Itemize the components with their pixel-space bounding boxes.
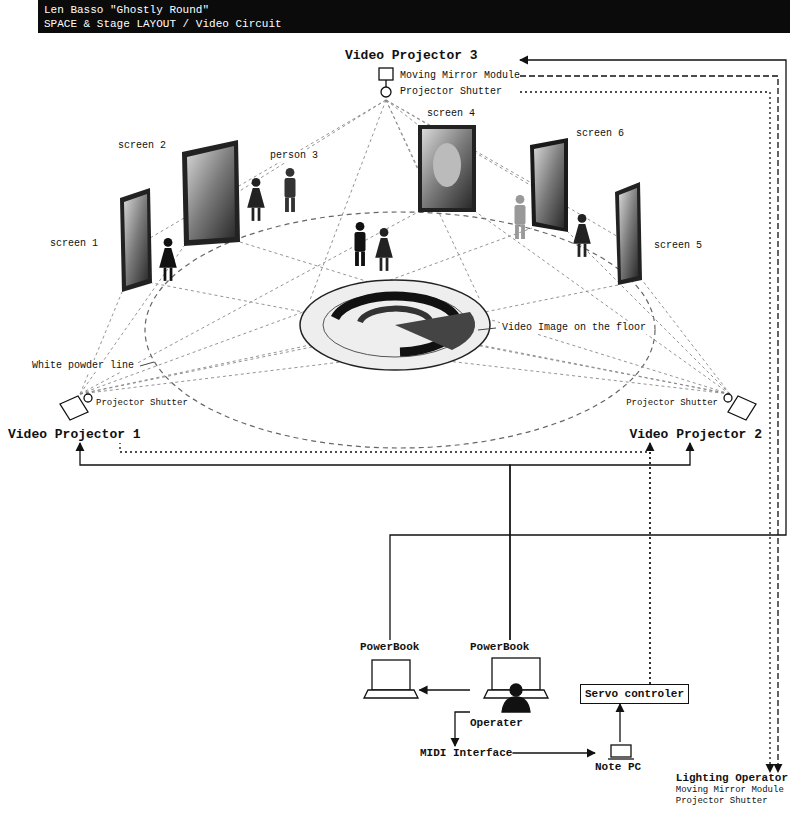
node-text: Projector Shutter [626, 398, 762, 409]
center-powerbook-icon [484, 658, 548, 712]
pc-base [608, 758, 634, 759]
screen-4 [418, 125, 476, 212]
woman-figure [159, 238, 177, 281]
screen-5 [615, 182, 642, 285]
leader-line [478, 328, 496, 330]
controller-box: Servo controler [580, 684, 689, 704]
stage-label: screen 6 [574, 128, 626, 140]
stage-label: screen 2 [116, 140, 168, 152]
leader-line [140, 362, 154, 366]
node-text: PowerBook [470, 640, 529, 654]
screen-frame [530, 138, 568, 232]
screen-image [187, 146, 235, 240]
man-figure [285, 168, 296, 212]
projection-rays [80, 100, 730, 394]
laptop-base [364, 690, 418, 698]
operator-body [502, 697, 530, 712]
projector-node: Video Projector 3 Moving Mirror ModulePro… [345, 48, 520, 98]
stage-label: Video Image on the floor [500, 322, 648, 334]
node-text: Video Projector 2 [626, 427, 762, 443]
stage-label: screen 1 [48, 238, 100, 250]
projector-shutter [84, 394, 92, 402]
stage-label: White powder line [30, 360, 136, 372]
connector [80, 443, 510, 640]
video-projector-3-icon [379, 68, 393, 97]
screen-frame [120, 188, 152, 292]
connector [520, 76, 778, 772]
floor-image-disc [300, 280, 490, 370]
screen-1 [120, 188, 152, 292]
node-text: Projector Shutter [676, 796, 788, 807]
node-text: Lighting Operator [676, 772, 788, 785]
interface-node: MIDI Interface [420, 746, 512, 760]
screen-frame [615, 182, 642, 285]
operator-node: Lighting OperatorMoving Mirror ModulePro… [676, 772, 788, 807]
screen-image [619, 188, 638, 280]
title-bar: Len Basso "Ghostly Round"SPACE & Stage L… [38, 0, 790, 33]
people [159, 168, 591, 281]
screen-image [124, 194, 148, 286]
stage-label: person 3 [268, 150, 320, 162]
video-projector-1-icon [60, 394, 92, 420]
left-powerbook-icon [364, 660, 418, 698]
woman-figure [573, 214, 591, 257]
moving-mirror-module [379, 68, 393, 80]
screen-frame [418, 125, 476, 212]
screen-image [422, 129, 472, 208]
title-text: Len Basso "Ghostly Round" [38, 0, 790, 17]
screen-2 [182, 140, 240, 246]
node-text: Operater [470, 716, 529, 730]
stage-label: screen 4 [425, 108, 477, 120]
screen-6 [530, 138, 568, 232]
subtitle-text: SPACE & Stage LAYOUT / Video Circuit [38, 17, 790, 31]
video-projector-2-icon [724, 394, 756, 420]
connector [455, 712, 470, 746]
note-pc-icon [608, 745, 634, 759]
woman-figure [247, 178, 265, 221]
node-text: Projector Shutter [345, 86, 520, 98]
screen-frame [182, 140, 240, 246]
node-text: Moving Mirror Module [345, 70, 520, 82]
computer-node: Note PC [595, 742, 641, 774]
face-image [433, 143, 461, 187]
mount [385, 80, 386, 87]
connector [512, 752, 595, 753]
node-text: Projector Shutter [8, 398, 188, 409]
floor-image-arc [360, 309, 430, 322]
connector [390, 60, 786, 640]
connector [120, 443, 650, 684]
man-figure [515, 195, 526, 239]
screen-image [534, 143, 564, 228]
pc-screen [611, 745, 631, 757]
stage-label: screen 5 [652, 240, 704, 252]
node-text: Video Projector 3 [345, 48, 520, 64]
woman-figure [375, 228, 393, 271]
operator-head [510, 684, 522, 696]
connector [510, 443, 690, 640]
floor-image-sector [395, 312, 475, 350]
node-text: Note PC [595, 760, 641, 774]
projector-shutter [724, 394, 732, 402]
connector [520, 92, 770, 772]
node-text: Moving Mirror Module [676, 785, 788, 796]
projector-lens [381, 87, 391, 97]
connector [419, 689, 470, 690]
connector [619, 704, 620, 742]
node-text: PowerBook [360, 640, 419, 654]
node-text: Video Projector 1 [8, 427, 188, 443]
node-text: MIDI Interface [420, 746, 512, 760]
projector-node: Projector ShutterVideo Projector 2 [626, 398, 762, 443]
projector-node: Projector ShutterVideo Projector 1 [8, 398, 188, 443]
white-powder-line [145, 212, 655, 448]
node-text: Servo controler [585, 687, 684, 701]
computer-node: PowerBookOperater [470, 640, 529, 730]
laptop-screen [372, 660, 410, 690]
man-figure [355, 222, 366, 266]
floor-video-image [300, 280, 490, 370]
computer-node: PowerBook [360, 640, 419, 716]
